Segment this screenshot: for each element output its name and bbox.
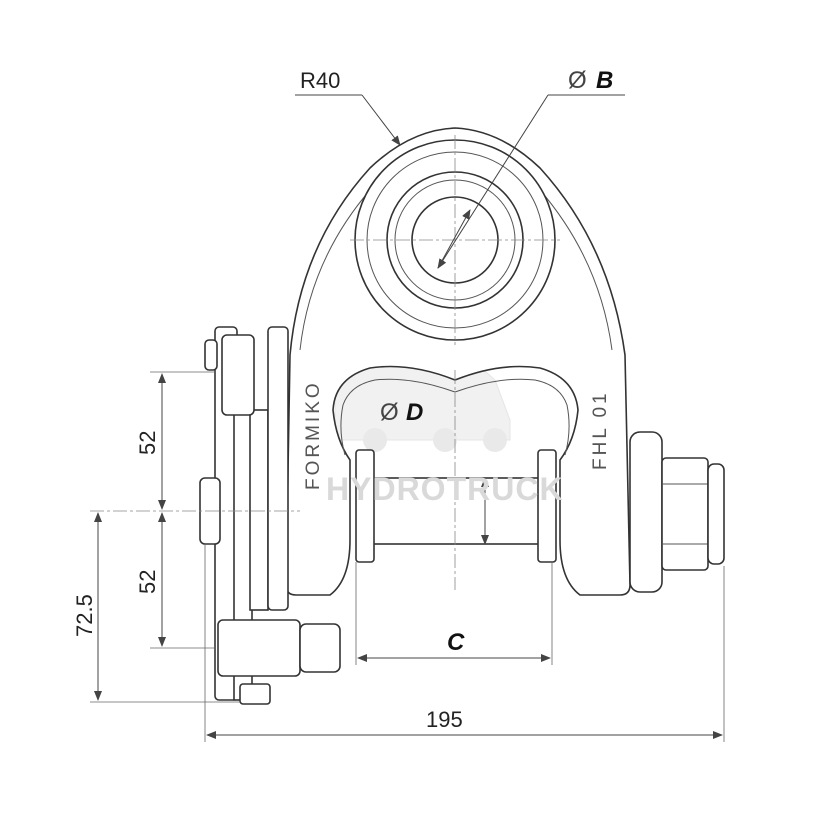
lower-offset-label: 52 [135,570,160,594]
brand-engraving: FORMIKO [303,380,324,490]
watermark-text: HYDROTRUCK [326,471,564,507]
side-height-dimension: 72.5 [72,512,240,703]
pin-diameter-symbol: Ø [380,399,399,426]
left-side-plates [199,326,341,705]
radius-label: R40 [300,68,340,93]
pin-diameter-dimension: Ø D [380,399,489,545]
overall-width-dimension: 195 [204,545,725,742]
right-nut-assembly [629,431,725,593]
upper-offset-label: 52 [135,431,160,455]
pin-label: D [406,399,423,426]
bore-diameter-symbol: Ø [568,67,587,94]
model-engraving: FHL 01 [590,390,611,470]
bore-dimension: Ø B [437,67,625,269]
bore-label: B [596,67,613,94]
pin-shaft [355,449,557,563]
centerlines [90,135,560,590]
overall-width-label: 195 [426,707,463,732]
gap-dimension: C [355,562,553,665]
side-height-label: 72.5 [72,594,97,637]
radius-dimension: R40 [295,68,401,146]
gap-label: C [447,629,465,656]
offset-dimensions: 52 52 [135,371,215,649]
